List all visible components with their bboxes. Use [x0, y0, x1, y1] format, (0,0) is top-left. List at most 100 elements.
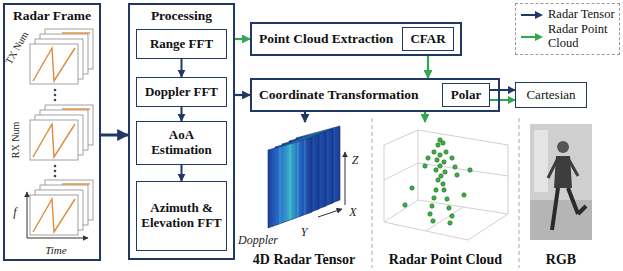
point-cloud-dots [438, 164, 442, 168]
legend-box: Radar TensorRadar Point Cloud [515, 3, 620, 55]
tensor-texture [298, 142, 299, 218]
chirp-ramps [62, 183, 90, 184]
axis-label: Y [301, 226, 308, 238]
chirp-ramps [33, 199, 75, 232]
flow-arrow [101, 134, 128, 137]
axis-label: TX Num [4, 30, 31, 66]
panel-separator [372, 118, 519, 268]
point-cloud-grid [384, 130, 508, 145]
point-cloud-dots [455, 173, 459, 177]
rgb-photo [568, 188, 578, 214]
point-cloud-grid [426, 207, 463, 231]
legend-arrow-head [535, 33, 543, 41]
box-title: Coordinate Transformation [259, 87, 419, 103]
point-cloud-dots [403, 138, 472, 225]
point-cloud-dots [432, 196, 436, 200]
rgb-photo [552, 188, 558, 230]
box-title: Processing [151, 8, 212, 23]
flow-arrow [490, 89, 515, 91]
box-label: Range FFT [150, 37, 213, 52]
radar-tensor-slices [268, 126, 340, 228]
point-cloud-grid [384, 145, 385, 222]
box-label: Doppler FFT [145, 85, 218, 100]
point-cloud-dots [426, 156, 430, 160]
point-cloud-dots [428, 212, 432, 216]
panel-caption: RGB [546, 252, 576, 268]
method-box: CFAR [402, 27, 454, 51]
point-cloud-dots [442, 160, 446, 164]
axis-label: Doppler [238, 234, 278, 246]
flow-arrow [235, 38, 250, 40]
ellipsis-dots [54, 175, 57, 178]
axis-label: X [349, 206, 356, 218]
point-cloud-dots [443, 170, 447, 174]
flow-arrow [235, 94, 250, 96]
legend-sample [520, 31, 544, 43]
point-cloud-dots [436, 143, 440, 147]
point-cloud-dots [435, 158, 439, 162]
axis-label: Z [352, 154, 359, 166]
rgb-photo [548, 160, 557, 178]
panel-caption: 4D Radar Tensor [253, 252, 355, 268]
ellipsis-dots [54, 170, 57, 173]
processing-box: ProcessingRange FFT Doppler FFT AoA Estima… [128, 3, 235, 260]
stage-box: Coordinate TransformationPolar [250, 78, 500, 112]
tensor-texture [305, 140, 306, 215]
box-title: Radar Frame [13, 8, 91, 23]
chirp-panels [30, 29, 93, 235]
tensor-texture [280, 147, 281, 224]
tensor-axes [318, 152, 345, 217]
point-cloud-dots [403, 203, 407, 207]
point-cloud-dots [436, 178, 440, 182]
point-cloud-dots [441, 141, 445, 145]
process-step: AoA Estimation [136, 121, 227, 165]
process-step: Range FFT [136, 29, 227, 59]
point-cloud-dots [447, 206, 451, 210]
axis-label: f [13, 206, 16, 218]
ellipsis-dots [54, 89, 57, 178]
rgb-photo [530, 124, 592, 240]
flow-arrow [181, 165, 183, 181]
point-cloud-dots [432, 150, 436, 154]
process-step: Azimuth & Elevation FFT [136, 181, 227, 251]
legend-label: Radar Point Cloud [548, 23, 615, 51]
flow-arrow [424, 112, 426, 122]
tensor-texture [290, 144, 291, 221]
box-title: Point Cloud Extraction [259, 31, 393, 47]
output-panel: Radar Point Cloud [378, 122, 513, 268]
tensor-axes [318, 209, 342, 217]
point-cloud-grid [384, 200, 508, 240]
chirp-ramps [62, 108, 90, 109]
chirp-ramps [33, 124, 75, 157]
point-cloud-dots [453, 165, 457, 169]
chirp-panels [30, 195, 78, 235]
point-cloud-dots [430, 204, 434, 208]
point-cloud-grid [384, 163, 508, 180]
point-cloud-grid [384, 130, 508, 240]
rgb-photo [569, 160, 578, 176]
point-cloud-dots [439, 174, 443, 178]
ellipsis-dots [54, 165, 57, 168]
method-box: Cartesian [515, 82, 587, 108]
chirp-panels [30, 44, 78, 84]
radar-tensor-slices [268, 138, 312, 228]
rgb-photo [557, 141, 569, 153]
panel-caption: Radar Point Cloud [389, 252, 502, 268]
tensor-texture [280, 140, 305, 224]
box-label: AoA Estimation [140, 128, 223, 158]
point-cloud-dots [468, 168, 472, 172]
chirp-ramps [33, 48, 75, 81]
point-cloud-dots [438, 153, 442, 157]
point-cloud-dots [462, 193, 466, 197]
point-cloud-dots [423, 164, 427, 168]
flow-arrow [181, 59, 183, 77]
box-label: CFAR [410, 32, 445, 47]
chirp-axes [27, 192, 88, 238]
flow-arrow [304, 112, 306, 122]
rgb-photo [578, 206, 586, 214]
rgb-photo [530, 200, 592, 240]
ellipsis-dots [54, 89, 57, 92]
legend-arrow-line [521, 36, 536, 38]
legend-entry: Radar Point Cloud [520, 23, 615, 51]
flow-arrow [181, 107, 183, 121]
